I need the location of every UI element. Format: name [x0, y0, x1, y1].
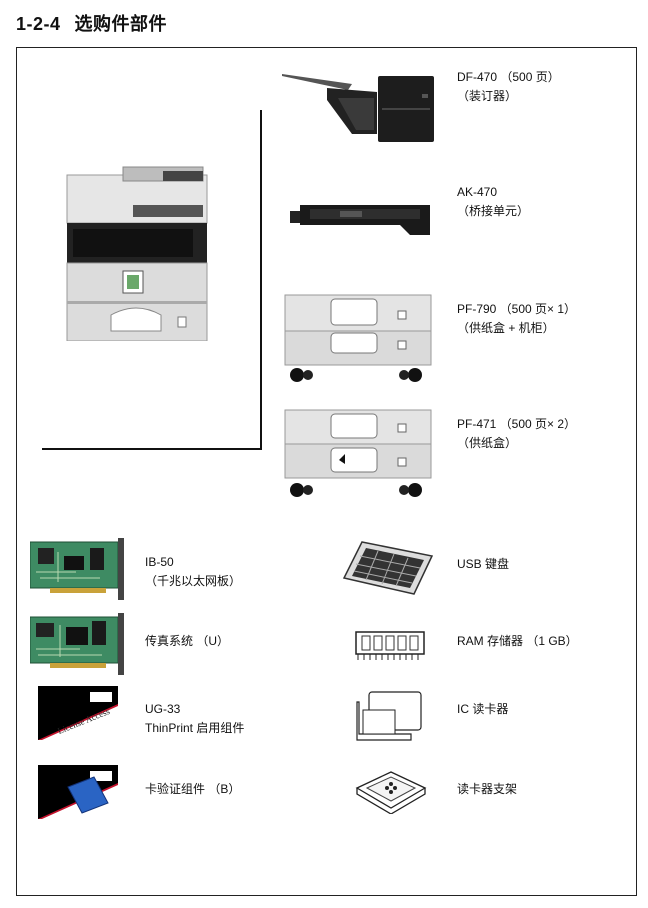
ram-name: RAM 存储器 （1 GB）: [457, 634, 578, 648]
ak470-image: [290, 195, 435, 240]
df470-label: DF-470 （500 页） （装订器）: [457, 68, 560, 106]
ib50-label: IB-50 （千兆以太网板）: [145, 553, 241, 591]
card-auth-label: 卡验证组件 （B）: [145, 780, 240, 799]
card-auth-name: 卡验证组件 （B）: [145, 782, 241, 796]
ug33-model: UG-33: [145, 702, 181, 716]
ic-reader-image: [355, 690, 425, 742]
pf471-image: [283, 408, 433, 500]
pf790-desc: （供纸盒 + 机柜）: [457, 321, 555, 335]
fax-label: 传真系统 （U）: [145, 632, 229, 651]
section-title: 选购件部件: [74, 14, 168, 34]
pf790-model: PF-790 （500 页× 1）: [457, 302, 577, 316]
ib50-desc: （千兆以太网板）: [145, 574, 242, 588]
usb-keyboard-label: USB 键盘: [457, 555, 509, 574]
pf471-desc: （供纸盒）: [457, 436, 518, 450]
fax-name: 传真系统 （U）: [145, 634, 230, 648]
card-holder-label: 读卡器支架: [457, 780, 517, 799]
pf471-model: PF-471 （500 页× 2）: [457, 417, 577, 431]
usb-keyboard-name: USB 键盘: [457, 557, 510, 571]
section-number: 1-2-4: [16, 14, 61, 34]
card-holder-image: [353, 768, 429, 814]
fax-board-image: [30, 613, 126, 675]
pf790-label: PF-790 （500 页× 1） （供纸盒 + 机柜）: [457, 300, 576, 338]
pf471-label: PF-471 （500 页× 2） （供纸盒）: [457, 415, 576, 453]
ak470-label: AK-470 （桥接单元）: [457, 183, 529, 221]
ug33-desc: ThinPrint 启用组件: [145, 721, 245, 735]
ram-image: [354, 628, 426, 662]
usb-keyboard-image: [342, 540, 434, 596]
ug33-label: UG-33 ThinPrint 启用组件: [145, 700, 244, 738]
card-auth-image: [38, 765, 118, 819]
main-printer-image: [63, 165, 213, 341]
ak470-desc: （桥接单元）: [457, 204, 530, 218]
ic-reader-name: IC 读卡器: [457, 702, 509, 716]
section-heading: 1-2-4 选购件部件: [16, 10, 167, 36]
df470-desc: （装订器）: [457, 89, 518, 103]
connector-vertical: [260, 110, 262, 450]
card-holder-name: 读卡器支架: [457, 782, 518, 796]
ak470-model: AK-470: [457, 185, 498, 199]
pf790-image: [283, 293, 433, 385]
ic-reader-label: IC 读卡器: [457, 700, 508, 719]
connector-horizontal: [42, 448, 262, 450]
ib50-image: [30, 538, 126, 600]
ug33-card-image: License Access: [38, 686, 118, 740]
options-frame: [16, 47, 637, 896]
df470-image: [282, 70, 437, 145]
ib50-model: IB-50: [145, 555, 174, 569]
ram-label: RAM 存储器 （1 GB）: [457, 632, 578, 651]
df470-model: DF-470 （500 页）: [457, 70, 560, 84]
